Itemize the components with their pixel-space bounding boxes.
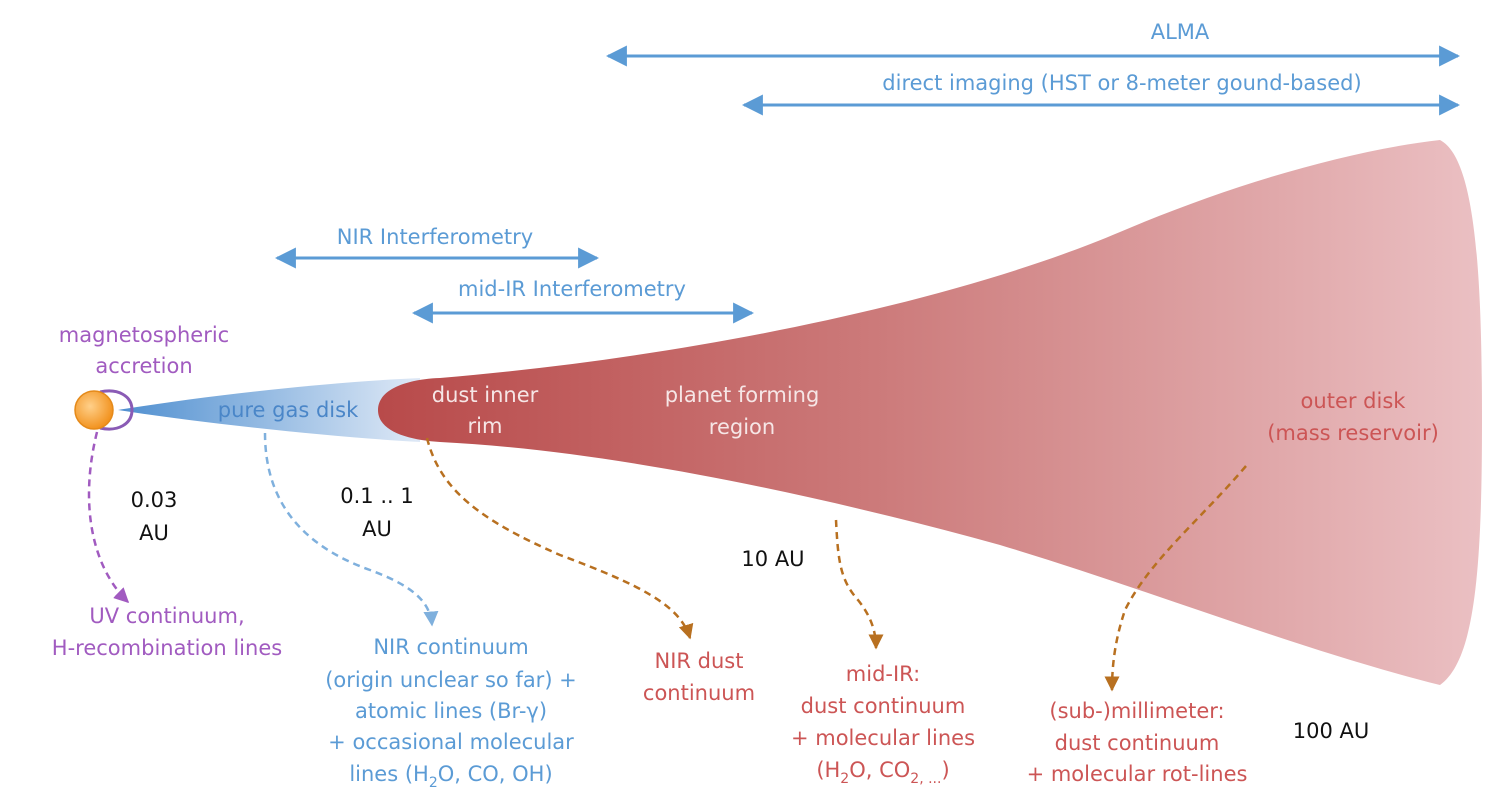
dust-disk-shape bbox=[378, 140, 1482, 685]
nir-interferometry-label: NIR Interferometry bbox=[337, 225, 533, 249]
midir-interferometry-label: mid-IR Interferometry bbox=[458, 277, 686, 301]
planet-forming-label-line1: planet forming bbox=[665, 383, 820, 407]
disk bbox=[118, 140, 1482, 685]
midir-label-line4: (H2O, CO2, ...) bbox=[816, 758, 949, 787]
midir-label-line1: mid-IR: bbox=[846, 662, 920, 686]
magnetospheric-label-line2: accretion bbox=[95, 354, 192, 378]
nir-continuum-label-line5: lines (H2O, CO, OH) bbox=[349, 762, 552, 791]
nir-continuum-arrow bbox=[263, 432, 439, 627]
outer-disk-label-line2: (mass reservoir) bbox=[1267, 421, 1439, 445]
nir-dust-label-line1: NIR dust bbox=[655, 649, 744, 673]
planet-forming-label-line2: region bbox=[709, 415, 775, 439]
nir-dust-label-line2: continuum bbox=[643, 681, 755, 705]
dust-inner-rim-label-line1: dust inner bbox=[432, 383, 539, 407]
nir-continuum-label-line1: NIR continuum bbox=[373, 635, 528, 659]
region-labels: magnetospheric accretion pure gas disk d… bbox=[59, 323, 1439, 445]
midir-label-line2: dust continuum bbox=[801, 694, 966, 718]
submm-label-line3: + molecular rot-lines bbox=[1027, 762, 1248, 786]
outer-disk-label-line1: outer disk bbox=[1301, 389, 1407, 413]
emission-labels: UV continuum, H-recombination lines NIR … bbox=[52, 604, 1248, 791]
pure-gas-disk-shape bbox=[118, 378, 420, 442]
dust-inner-rim-label-line2: rim bbox=[468, 414, 503, 438]
nir-dust-arrow bbox=[425, 437, 694, 640]
distance-10-au: 10 AU bbox=[741, 547, 804, 571]
uv-label-line2: H-recombination lines bbox=[52, 636, 282, 660]
uv-arrow bbox=[87, 431, 130, 604]
distance-labels: 0.03 AU 0.1 .. 1 AU 10 AU 100 AU bbox=[131, 484, 1370, 743]
range-arrows: ALMA direct imaging (HST or 8-meter goun… bbox=[274, 20, 1461, 324]
midir-arrow bbox=[834, 519, 884, 650]
submm-arrow bbox=[1104, 465, 1247, 692]
star-icon bbox=[74, 390, 114, 430]
alma-label: ALMA bbox=[1151, 20, 1210, 44]
uv-label-line1: UV continuum, bbox=[89, 604, 244, 628]
nir-continuum-label-line4: + occasional molecular bbox=[328, 730, 574, 754]
nir-continuum-label-line2: (origin unclear so far) + bbox=[325, 668, 577, 692]
magnetospheric-label-line1: magnetospheric bbox=[59, 323, 229, 347]
magnetosphere-loop-icon bbox=[99, 389, 134, 431]
nir-continuum-label-line3: atomic lines (Br-γ) bbox=[355, 699, 547, 723]
pure-gas-disk-label: pure gas disk bbox=[218, 398, 359, 422]
distance-01-1-line2: AU bbox=[362, 517, 392, 541]
distance-100-au: 100 AU bbox=[1293, 719, 1370, 743]
submm-label-line2: dust continuum bbox=[1055, 731, 1220, 755]
emission-arrows bbox=[87, 431, 1247, 692]
midir-label-line3: + molecular lines bbox=[791, 726, 975, 750]
star-system bbox=[74, 389, 134, 431]
distance-01-1-line1: 0.1 .. 1 bbox=[340, 484, 413, 508]
submm-label-line1: (sub-)millimeter: bbox=[1049, 699, 1224, 723]
direct-imaging-label: direct imaging (HST or 8-meter gound-bas… bbox=[882, 71, 1361, 95]
distance-003-line1: 0.03 bbox=[131, 488, 178, 512]
distance-003-line2: AU bbox=[139, 521, 169, 545]
